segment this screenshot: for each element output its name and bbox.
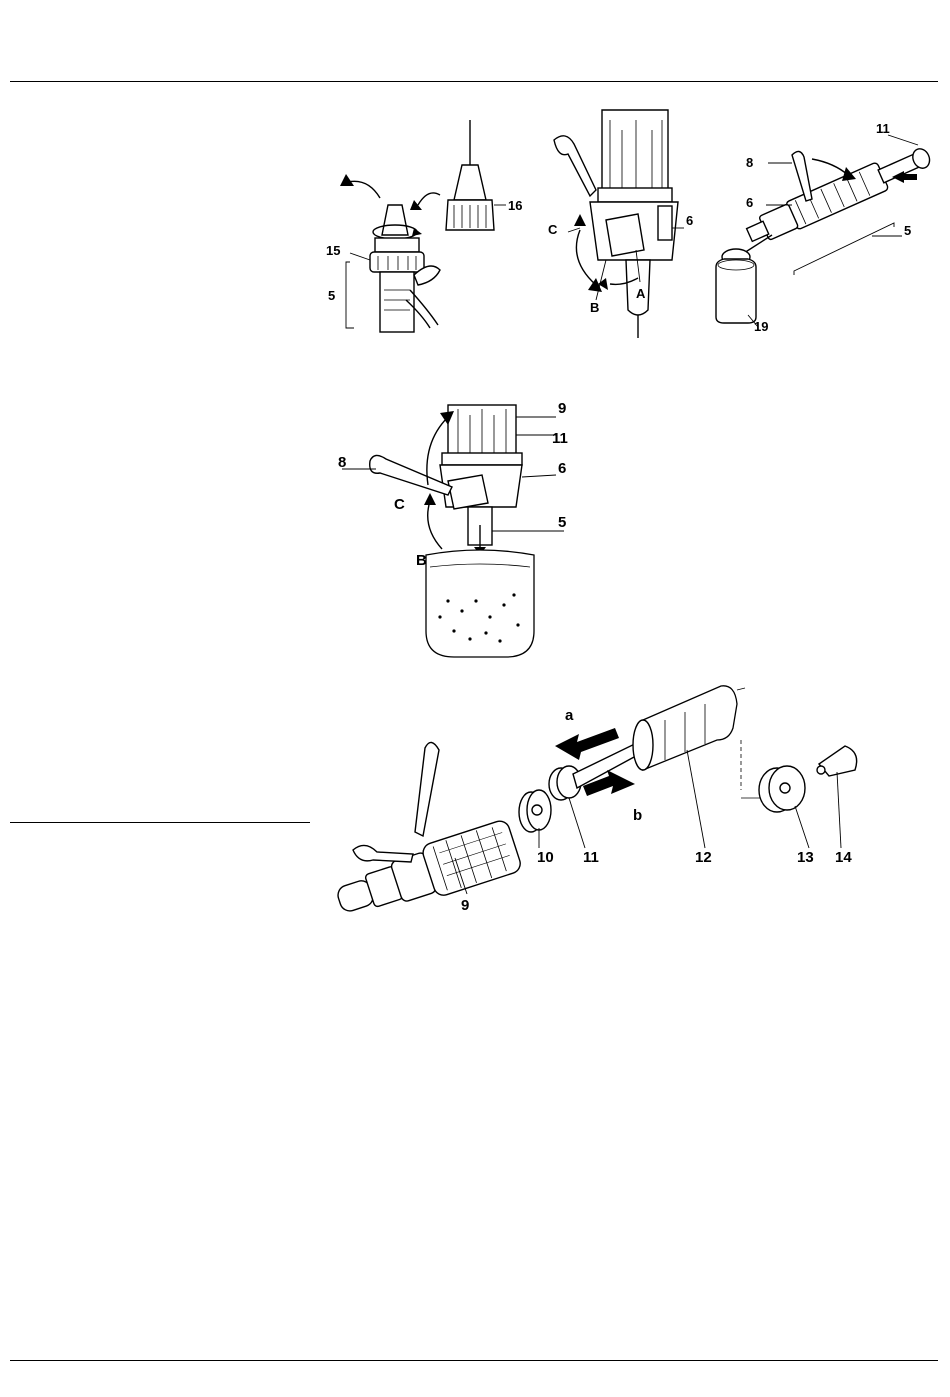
callout-5: 5 [558, 514, 566, 531]
callout-12: 12 [695, 849, 712, 866]
callout-13: 13 [797, 849, 814, 866]
callout-14: 14 [835, 849, 852, 866]
callout-5: 5 [904, 223, 911, 238]
callout-9: 9 [461, 897, 469, 914]
callout-11: 11 [876, 121, 890, 136]
sidebar-rule [10, 822, 310, 823]
callout-C: C [394, 496, 405, 513]
callout-a: a [565, 707, 574, 724]
figure-nozzle-removal: 16 15 5 [310, 110, 550, 340]
callout-11: 11 [552, 430, 568, 447]
callout-C: C [548, 222, 558, 237]
header-rule [10, 81, 938, 82]
callout-6: 6 [686, 213, 693, 228]
callout-6: 6 [558, 460, 566, 477]
callout-5: 5 [328, 288, 335, 303]
callout-A: A [636, 286, 646, 301]
figure-spray-test: 11 8 6 5 19 [708, 115, 940, 340]
callout-16: 16 [508, 198, 522, 213]
callout-8: 8 [746, 155, 753, 170]
callout-B: B [416, 552, 427, 569]
callout-6: 6 [746, 195, 753, 210]
figure-exploded-assembly: a b 10 11 12 13 14 9 [325, 680, 885, 925]
callout-11: 11 [583, 849, 599, 866]
callout-b: b [633, 807, 642, 824]
callout-B: B [590, 300, 599, 315]
figure-valve-positions: C 6 B A [540, 110, 720, 340]
figure-flushing: 9 11 8 6 C 5 B [330, 395, 590, 665]
callout-15: 15 [326, 243, 340, 258]
callout-19: 19 [754, 319, 768, 334]
footer-rule [10, 1360, 938, 1361]
callout-9: 9 [558, 400, 566, 417]
callout-8: 8 [338, 454, 346, 471]
callout-10: 10 [537, 849, 554, 866]
